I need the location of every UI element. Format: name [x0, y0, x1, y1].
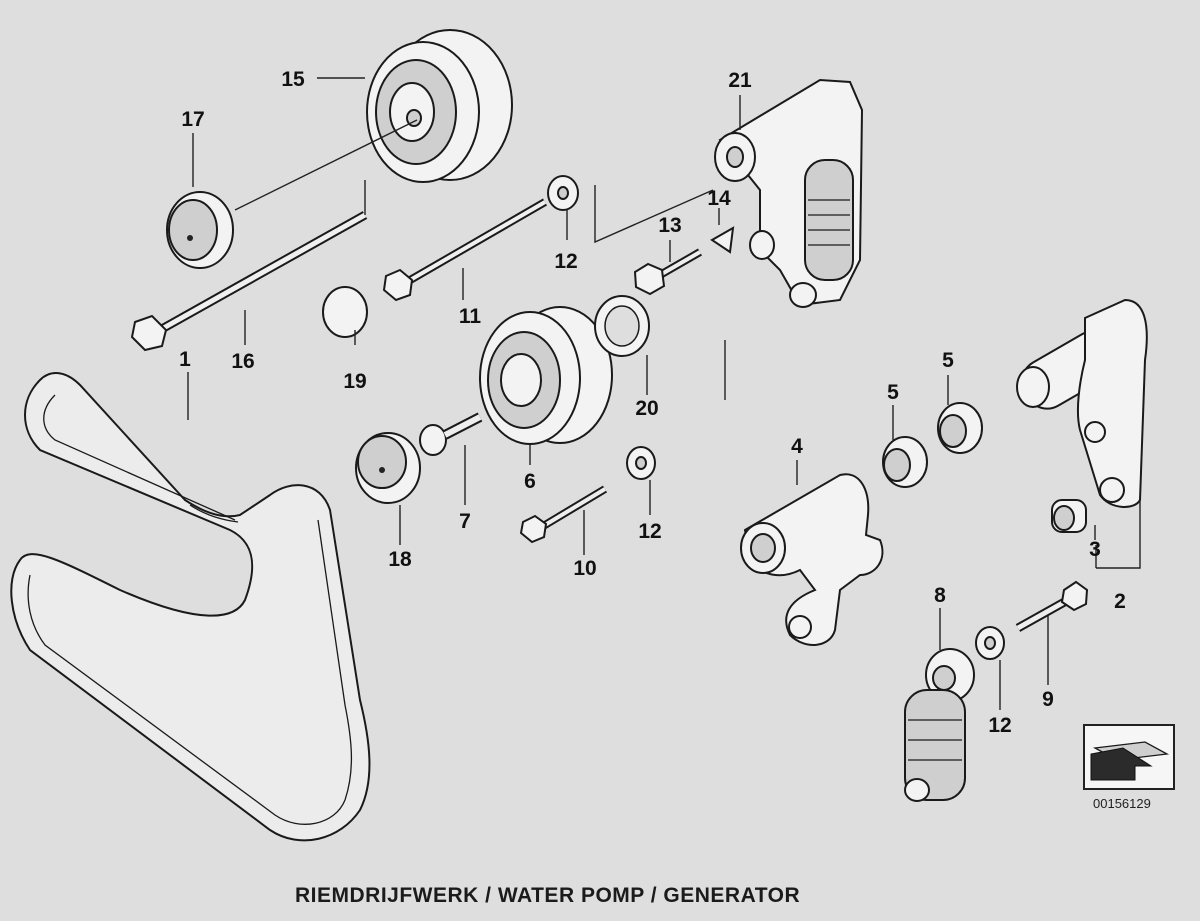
- badge-arrow-icon: [1090, 741, 1170, 781]
- callout-7: 7: [459, 510, 471, 533]
- callout-14: 14: [707, 187, 731, 210]
- bearing-5-right: [937, 402, 983, 454]
- callout-6: 6: [524, 470, 536, 493]
- callout-18: 18: [388, 548, 412, 571]
- bearing-5-left: [882, 436, 928, 488]
- tensioner-21: [714, 78, 864, 308]
- bolt-16: [130, 211, 368, 352]
- bolt-11: [382, 198, 548, 302]
- ring-20: [594, 295, 650, 357]
- bolt-13: [633, 248, 702, 296]
- callout-12-top: 12: [554, 250, 577, 273]
- screw-7: [419, 412, 483, 456]
- damper-8: [904, 648, 975, 802]
- callout-3: 3: [1089, 538, 1101, 561]
- bushing-3: [1051, 499, 1087, 533]
- callout-5-left: 5: [887, 381, 899, 404]
- pulley-6: [479, 306, 613, 445]
- reference-code: 00156129: [1093, 796, 1151, 811]
- callout-numbers: 1 2 3 4 5 5 6 7 8 9 10 11 12 12 12 13 14…: [179, 68, 1126, 737]
- callout-13: 13: [658, 214, 681, 237]
- bolt-9: [1015, 580, 1089, 632]
- cap-18: [355, 432, 421, 504]
- cap-17: [166, 191, 234, 269]
- bolt-10: [519, 485, 608, 544]
- callout-16: 16: [231, 350, 254, 373]
- callout-10: 10: [573, 557, 596, 580]
- washer-12-top: [547, 175, 579, 211]
- pulley-15: [366, 29, 513, 183]
- callout-4: 4: [791, 435, 803, 458]
- tensioner-arm-4: [740, 473, 884, 647]
- callout-9: 9: [1042, 688, 1054, 711]
- callout-8: 8: [934, 584, 946, 607]
- callout-5-right: 5: [942, 349, 954, 372]
- callout-19: 19: [343, 370, 366, 393]
- clip-14: [710, 226, 735, 254]
- washer-12-middle: [626, 446, 656, 480]
- cap-19: [322, 286, 368, 338]
- callout-15: 15: [281, 68, 305, 91]
- leader-lines: [187, 77, 1141, 710]
- callout-11: 11: [459, 305, 482, 328]
- callout-2: 2: [1114, 590, 1126, 613]
- callout-21: 21: [728, 69, 752, 92]
- diagram-caption: RIEMDRIJFWERK / WATER POMP / GENERATOR: [295, 884, 801, 907]
- drive-belt: [10, 372, 371, 842]
- callout-20: 20: [635, 397, 658, 420]
- washer-12-lower: [975, 626, 1005, 660]
- bracket-2: [1016, 298, 1148, 508]
- callout-17: 17: [181, 108, 204, 131]
- callout-12-lower: 12: [988, 714, 1011, 737]
- callout-1: 1: [179, 348, 191, 371]
- callout-12-middle: 12: [638, 520, 661, 543]
